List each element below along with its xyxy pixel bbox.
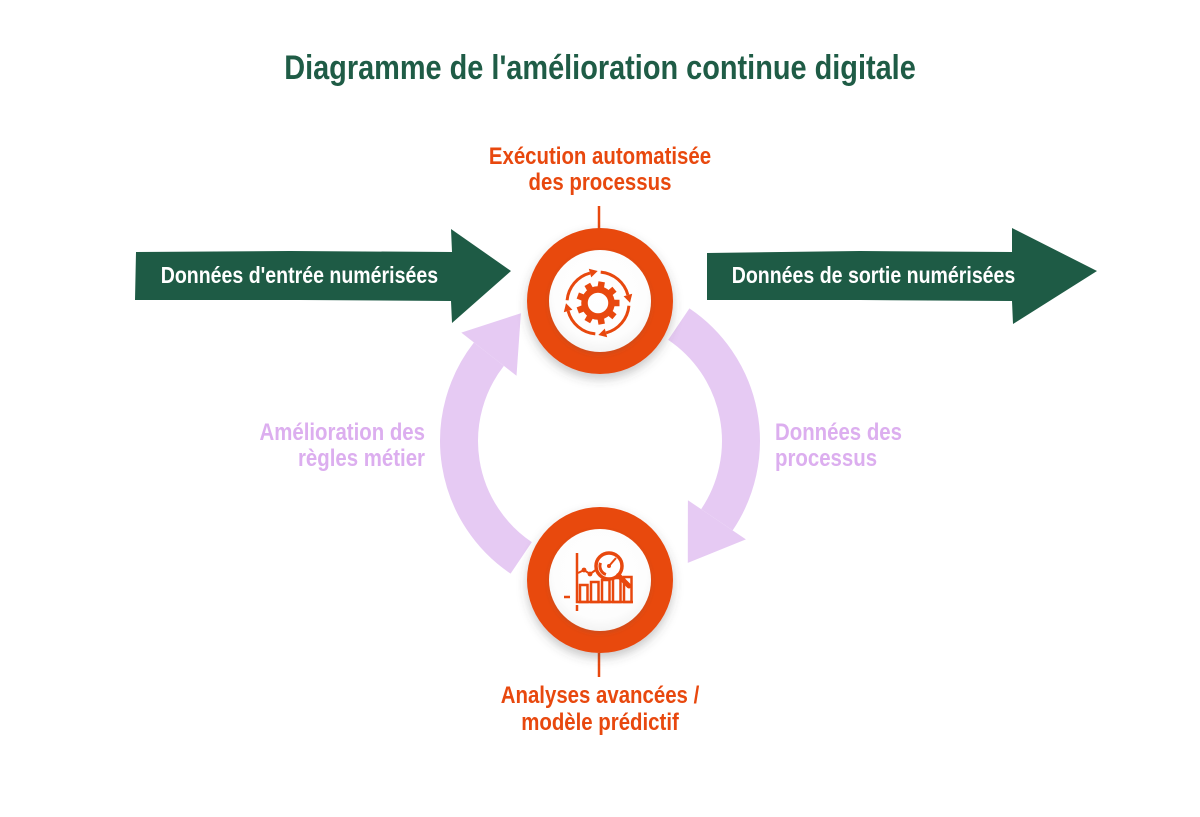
top-node-circle xyxy=(527,228,673,374)
output-arrow-shape xyxy=(707,228,1097,324)
top-node-label-line2: des processus xyxy=(528,169,672,196)
cycle-arc-left xyxy=(440,342,533,574)
input-arrow-label: Données d'entrée numérisées xyxy=(160,262,439,288)
cycle-left-label-line2: règles métier xyxy=(297,445,425,472)
top-node-label: Exécution automatisée des processus xyxy=(430,144,770,196)
cycle-right-label: Données des processus xyxy=(775,420,983,472)
cycle-left-label: Amélioration des règles métier xyxy=(217,420,425,472)
bottom-node-label-line1: Analyses avancées / xyxy=(500,682,700,709)
bottom-node-label-line2: modèle prédictif xyxy=(521,709,679,736)
cycle-arc-right xyxy=(667,308,760,531)
gear-sync-icon xyxy=(563,268,633,338)
cycle-left-label-line1: Amélioration des xyxy=(259,419,425,446)
top-node-label-line1: Exécution automatisée xyxy=(488,143,712,170)
cycle-arrowhead-up-icon xyxy=(461,313,521,376)
cycle-arrowhead-down-icon xyxy=(687,500,746,563)
bottom-node-circle xyxy=(527,507,673,653)
chart-magnifier-icon xyxy=(564,551,633,611)
bottom-node-label: Analyses avancées / modèle prédictif xyxy=(430,682,770,736)
output-arrow-label: Données de sortie numérisées xyxy=(731,262,1016,288)
cycle-right-label-line1: Données des xyxy=(775,419,902,446)
page-title: Diagramme de l'amélioration continue dig… xyxy=(284,49,916,87)
input-arrow-shape xyxy=(135,229,511,323)
cycle-arrows xyxy=(440,308,760,574)
cycle-right-label-line2: processus xyxy=(775,445,878,472)
